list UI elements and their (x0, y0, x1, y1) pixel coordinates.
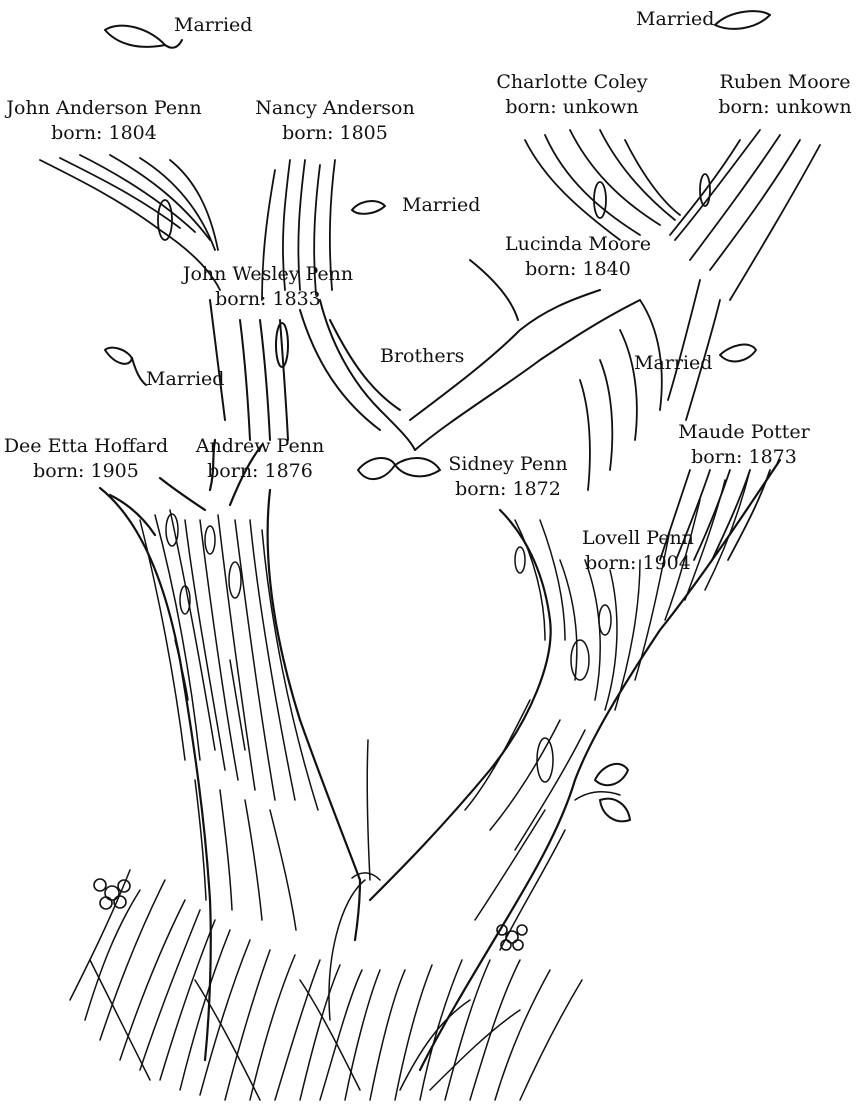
person-name: Lucinda Moore (490, 232, 666, 257)
person-name: Lovell Penn (574, 526, 702, 551)
person-born: born: 1805 (245, 121, 425, 146)
person-maude-potter: Maude Potter born: 1873 (670, 420, 818, 470)
married-label-top-right: Married (636, 8, 714, 30)
brothers-label: Brothers (380, 345, 464, 367)
person-name: Ruben Moore (712, 70, 858, 95)
person-name: Dee Etta Hoffard (0, 434, 172, 459)
person-born: born: 1840 (490, 257, 666, 282)
person-name: Nancy Anderson (245, 96, 425, 121)
person-born: born: 1872 (440, 477, 576, 502)
person-nancy-anderson: Nancy Anderson born: 1805 (245, 96, 425, 146)
left-trunk-bark (140, 510, 318, 930)
person-born: born: 1904 (574, 551, 702, 576)
person-andrew-penn: Andrew Penn born: 1876 (190, 434, 330, 484)
married-label-middle: Married (402, 194, 480, 216)
person-name: Charlotte Coley (488, 70, 656, 95)
person-lovell-penn: Lovell Penn born: 1904 (574, 526, 702, 576)
left-trunk (100, 440, 360, 1060)
person-born: born: unkown (712, 95, 858, 120)
person-john-anderson-penn: John Anderson Penn born: 1804 (4, 96, 204, 146)
person-born: born: unkown (488, 95, 656, 120)
person-name: Sidney Penn (440, 452, 576, 477)
flowers (94, 879, 527, 950)
person-charlotte-coley: Charlotte Coley born: unkown (488, 70, 656, 120)
person-dee-etta-hoffard: Dee Etta Hoffard born: 1905 (0, 434, 172, 484)
person-born: born: 1833 (170, 287, 366, 312)
person-john-wesley-penn: John Wesley Penn born: 1833 (170, 262, 366, 312)
person-born: born: 1905 (0, 459, 172, 484)
married-label-top-left: Married (174, 14, 252, 36)
person-sidney-penn: Sidney Penn born: 1872 (440, 452, 576, 502)
leaves (105, 11, 770, 821)
person-lucinda-moore: Lucinda Moore born: 1840 (490, 232, 666, 282)
person-name: John Anderson Penn (4, 96, 204, 121)
person-born: born: 1876 (190, 459, 330, 484)
person-ruben-moore: Ruben Moore born: unkown (712, 70, 858, 120)
married-label-left: Married (146, 368, 224, 390)
person-born: born: 1873 (670, 445, 818, 470)
married-label-right: Married (634, 352, 712, 374)
person-name: Maude Potter (670, 420, 818, 445)
person-born: born: 1804 (4, 121, 204, 146)
person-name: John Wesley Penn (170, 262, 366, 287)
person-name: Andrew Penn (190, 434, 330, 459)
